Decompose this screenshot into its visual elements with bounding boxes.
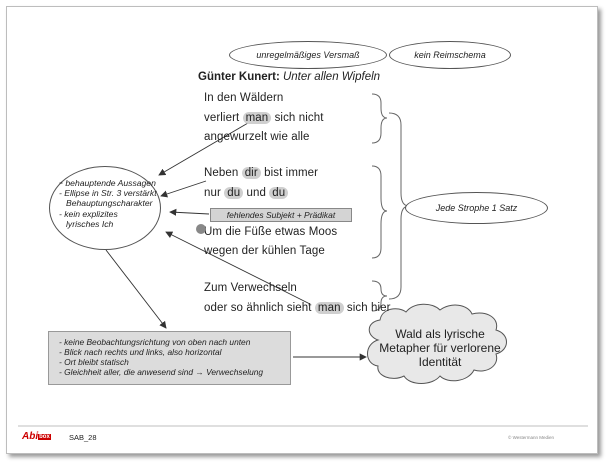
highlight-man: man	[242, 112, 272, 124]
poem-text: wegen der kühlen Tage	[204, 245, 325, 257]
logo-text: Abi	[22, 431, 39, 442]
poem-work-title: Unter allen Wipfeln	[282, 71, 381, 83]
poem-line: In den Wäldern	[204, 92, 283, 104]
cloud-line: Metapher für verlorene	[379, 341, 501, 355]
poem-text: und	[243, 187, 270, 199]
brace-stanza-2	[371, 165, 388, 259]
poem-line: angewurzelt wie alle	[204, 131, 310, 143]
meter-ellipse: unregelmäßiges Versmaß	[229, 41, 387, 69]
rhyme-label: kein Reimschema	[414, 50, 486, 60]
highlight-man: man	[314, 302, 344, 314]
left-notes-ellipse	[49, 166, 161, 250]
arrow-subject	[169, 208, 210, 216]
rhyme-ellipse: kein Reimschema	[389, 41, 511, 69]
poem-line: Neben dir bist immer	[204, 167, 318, 179]
poem-author: Günter Kunert:	[198, 71, 280, 83]
note-item: - behauptende Aussagen	[59, 175, 156, 189]
poem-title: Günter Kunert: Unter allen Wipfeln	[198, 71, 380, 83]
copyright: © Westermann Medien	[508, 435, 555, 440]
poem-text: Um die Füße etwas Moos	[204, 226, 338, 238]
poem-text: sich nicht	[271, 112, 324, 124]
arrow-dir	[160, 180, 207, 198]
poem-text: sich hier	[343, 302, 391, 314]
poem-line: verliert man sich nicht	[204, 112, 324, 124]
arrow-to-observations	[105, 249, 167, 329]
note-text: behauptende Aussagen	[65, 178, 156, 188]
left-notes: - behauptende Aussagen - Ellipse in Str.…	[59, 175, 157, 229]
observation-item: - keine Beobachtungsrichtung von oben na…	[59, 337, 251, 347]
note-item: lyrisches Ich	[66, 218, 114, 229]
logo-box: box	[38, 434, 51, 440]
poem-text: verliert	[204, 112, 243, 124]
poem-line: Um die Füße etwas Moos	[204, 226, 337, 238]
note-item: - Ellipse in Str. 3 verstärkt	[59, 188, 157, 199]
note-item: - kein explizites	[59, 208, 118, 219]
stanza-ellipse: Jede Strophe 1 Satz	[405, 192, 548, 224]
meter-label: unregelmäßiges Versmaß	[256, 50, 360, 60]
poem-text: angewurzelt wie alle	[204, 131, 310, 143]
publisher-logo: Abibox	[22, 431, 51, 442]
observation-item: - Gleichheit aller, die anwesend sind → …	[59, 367, 264, 377]
stanza-label: Jede Strophe 1 Satz	[435, 203, 518, 213]
poem-text: In den Wäldern	[204, 92, 284, 104]
poem-text: oder so ähnlich sieht	[204, 302, 315, 314]
poem-line: oder so ähnlich sieht man sich hier	[204, 302, 391, 314]
missing-subject-note: fehlendes Subjekt + Prädikat	[210, 208, 352, 222]
highlight-dir: dir	[241, 167, 261, 179]
poem-text: Neben	[204, 167, 242, 179]
poem-line: wegen der kühlen Tage	[204, 245, 325, 257]
arrow-man-2	[165, 231, 311, 305]
poem-line: Zum Verwechseln	[204, 282, 297, 294]
brace-stanza-3	[371, 280, 388, 312]
poem-text: Zum Verwechseln	[204, 282, 297, 294]
observation-item: - Blick nach rechts und links, also hori…	[59, 347, 222, 357]
arrow-man-1	[158, 122, 249, 176]
poem-text: bist immer	[260, 167, 319, 179]
poem-text: nur	[204, 187, 225, 199]
highlight-du: du	[224, 187, 244, 199]
observations-box: - keine Beobachtungsrichtung von oben na…	[48, 331, 291, 385]
highlight-du: du	[269, 187, 289, 199]
cloud-conclusion: Wald als lyrische Metapher für verlorene…	[379, 327, 501, 369]
note-item: Behauptungscharakter	[66, 198, 153, 209]
marker-dot	[196, 224, 206, 234]
sheet-code: SAB_28	[69, 433, 97, 442]
observation-item: - Ort bleibt statisch	[59, 357, 129, 367]
cloud-line: Identität	[418, 355, 462, 369]
cloud-shape	[367, 303, 507, 384]
poem-line: nur du und du	[204, 187, 289, 199]
cloud-line: Wald als lyrische	[395, 327, 485, 341]
brace-stanza-1	[371, 93, 388, 144]
